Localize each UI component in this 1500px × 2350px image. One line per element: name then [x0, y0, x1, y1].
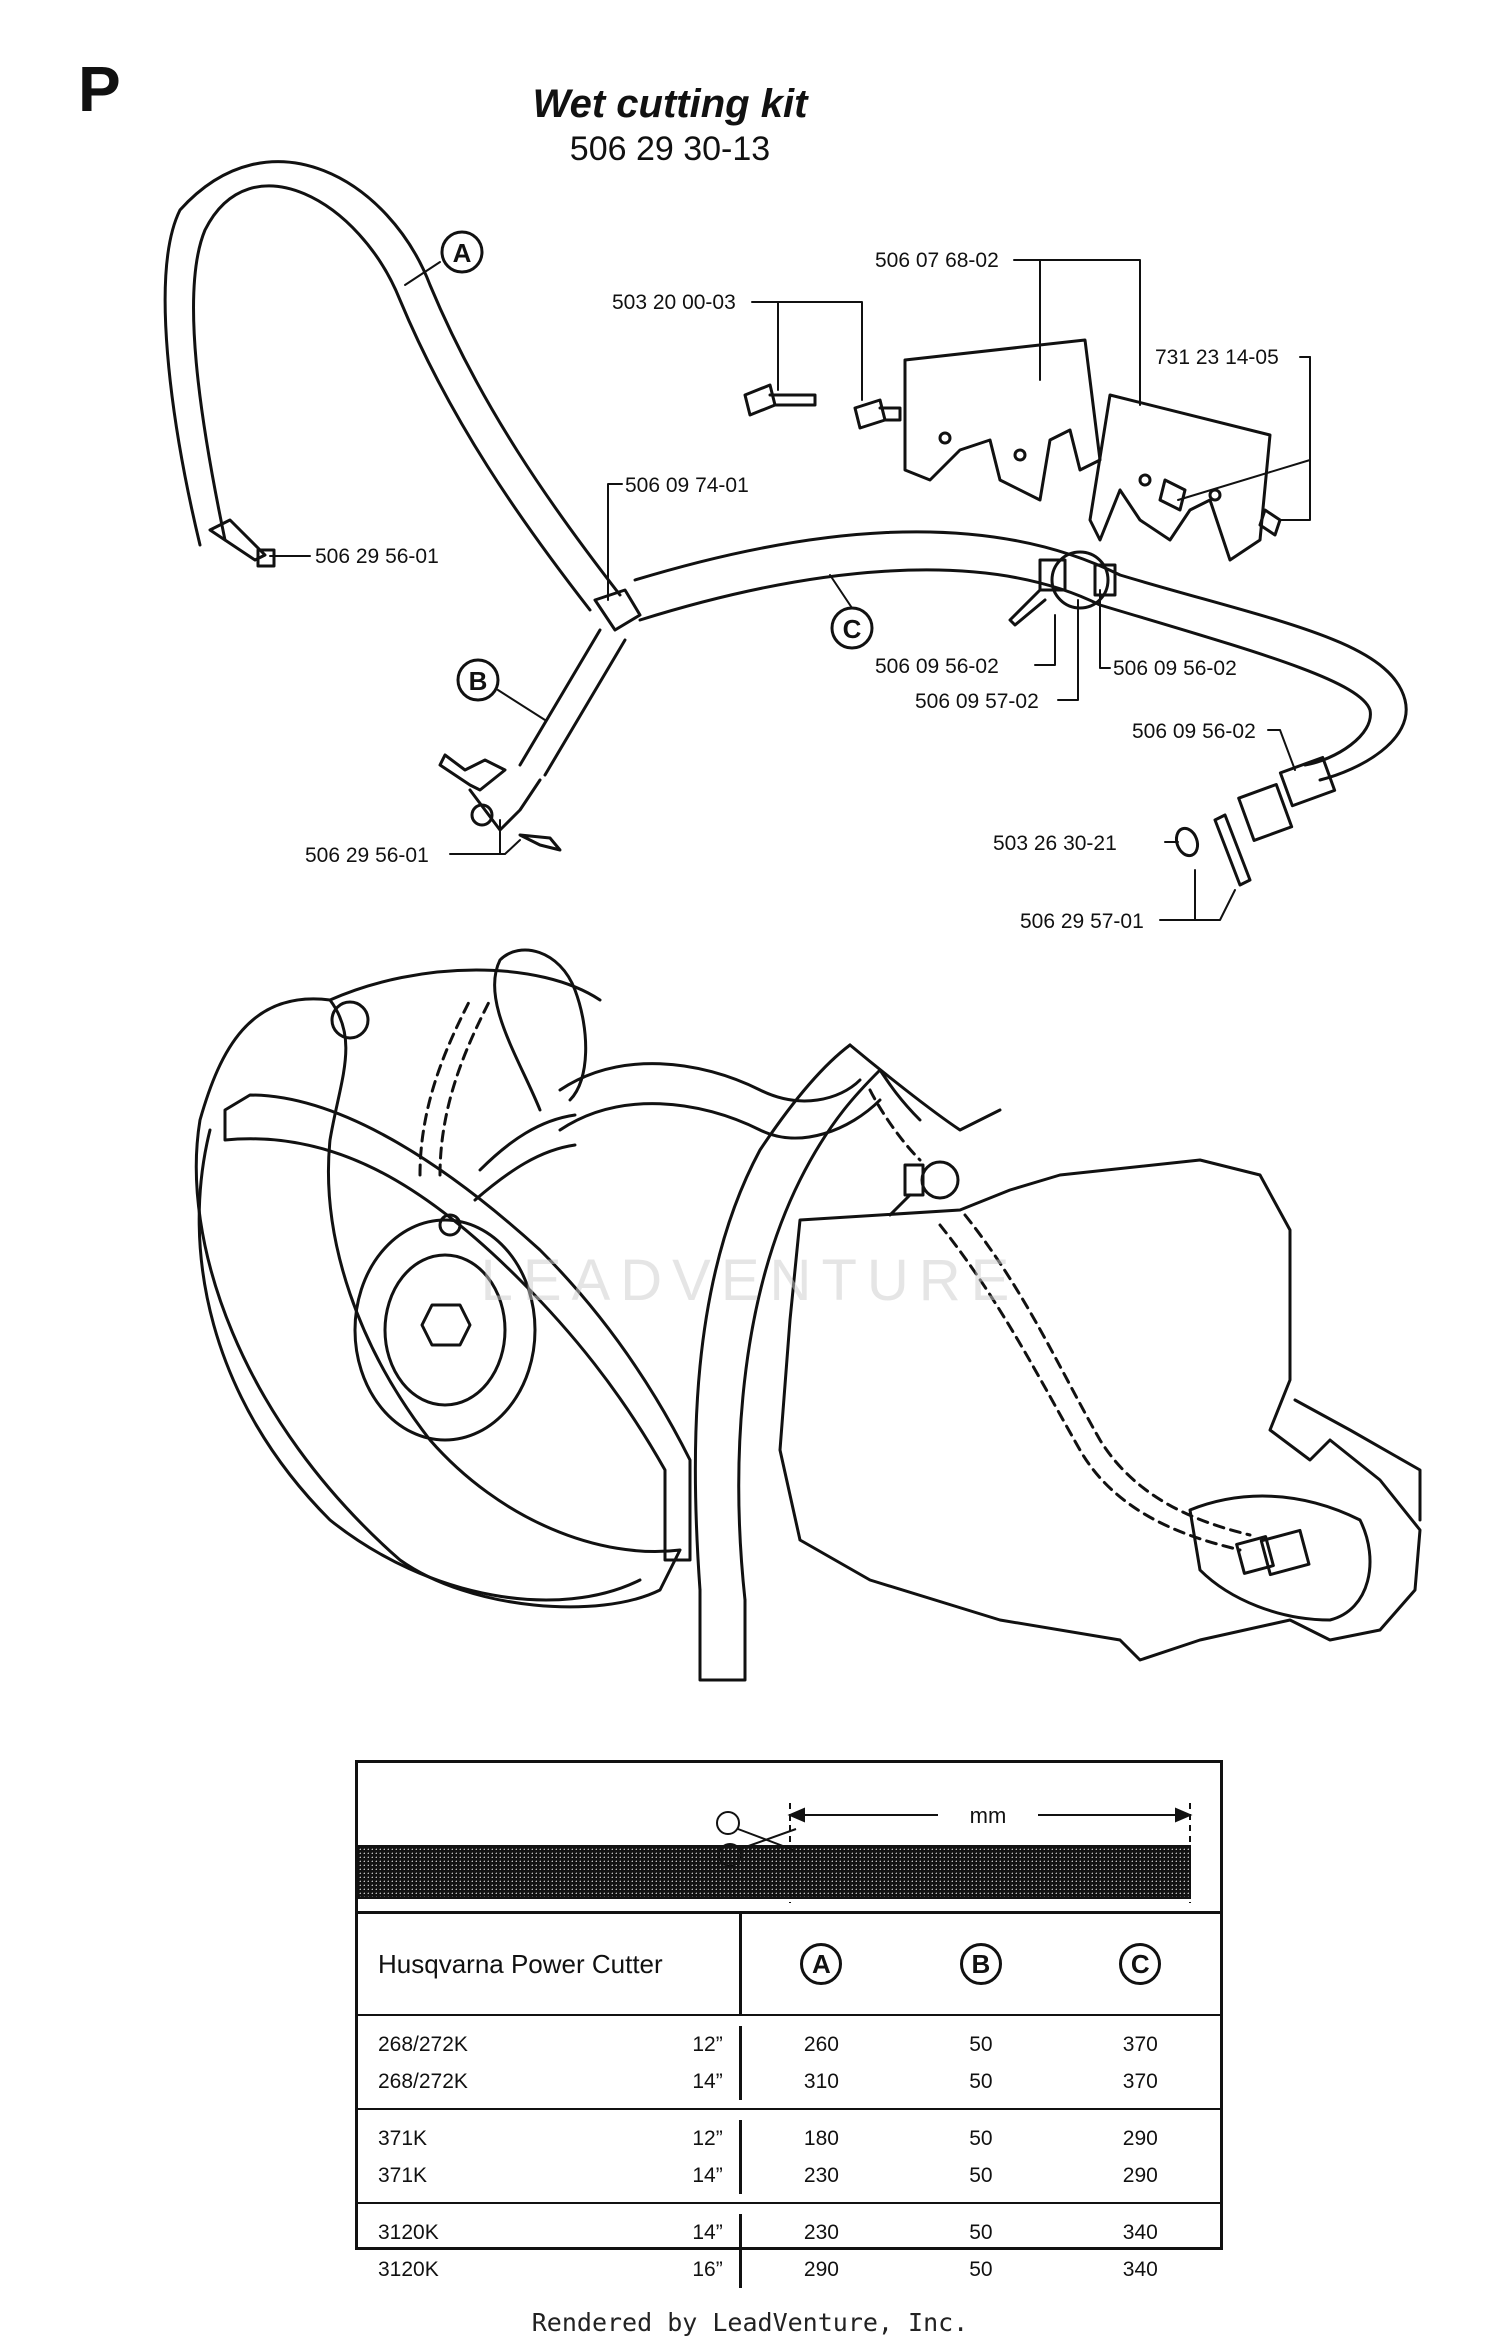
header-c: C [1119, 1943, 1162, 1985]
table-row: 268/272K 14” 310 50 370 [358, 2063, 1220, 2100]
part-label-p5: 731 23 14-05 [1155, 346, 1279, 369]
cell-size: 12” [647, 2026, 742, 2063]
valve [1008, 550, 1117, 627]
bracket [903, 338, 1282, 562]
cell-a: 290 [803, 2257, 839, 2281]
cut-length-illustration: mm [358, 1763, 1220, 1914]
parts-diagram: A B C [163, 160, 1422, 1682]
nipple [1174, 826, 1200, 858]
part-label-p10: 503 26 30-21 [993, 832, 1117, 855]
scissors-icon [716, 1811, 797, 1867]
part-label-p8: 506 09 56-02 [1113, 657, 1237, 680]
part-label-p2: 506 09 74-01 [625, 474, 749, 497]
cell-model: 371K [378, 2126, 428, 2150]
table-row: 3120K 16” 290 50 340 [358, 2251, 1220, 2288]
part-labels: 506 29 56-01 506 09 74-01 503 20 00-03 5… [305, 249, 1279, 933]
cell-b: 50 [969, 2220, 993, 2244]
cell-c: 340 [1122, 2220, 1158, 2244]
cell-size: 14” [647, 2063, 742, 2100]
cell-a: 180 [803, 2126, 839, 2150]
cell-model: 3120K [378, 2257, 439, 2281]
hose-a-callout: A [404, 230, 484, 286]
cell-b: 50 [969, 2163, 993, 2187]
cell-a: 310 [803, 2069, 839, 2093]
part-label-p3: 503 20 00-03 [612, 291, 736, 314]
hose-b-letter: B [469, 666, 488, 696]
power-cutter-illustration [194, 948, 1422, 1682]
kit-part-number: 506 29 30-13 [569, 130, 771, 168]
cell-size: 12” [647, 2120, 742, 2157]
table-body: Husqvarna Power Cutter A B C 268/272K 12… [358, 1914, 1220, 2296]
table-row: 268/272K 12” 260 50 370 [358, 2026, 1220, 2063]
cell-a: 260 [803, 2032, 839, 2056]
hose-b [438, 628, 627, 852]
cell-model: 268/272K [378, 2069, 468, 2093]
cell-a: 230 [803, 2163, 839, 2187]
table-row: 371K 12” 180 50 290 [358, 2120, 1220, 2157]
cell-c: 340 [1122, 2257, 1158, 2281]
table-group: 3120K 14” 230 50 340 3120K 16” 290 50 34… [358, 2204, 1220, 2296]
bolts [743, 383, 902, 430]
table-group: 371K 12” 180 50 290 371K 14” 230 50 290 [358, 2110, 1220, 2204]
leader-lines [269, 259, 1311, 921]
cell-c: 290 [1122, 2126, 1158, 2150]
hose-c-letter: C [843, 614, 862, 644]
unit-label: mm [970, 1803, 1007, 1828]
cell-model: 371K [378, 2163, 428, 2187]
part-label-p12: 506 29 56-01 [305, 844, 429, 867]
page-title: Wet cutting kit [532, 82, 808, 126]
footer-credit: Rendered by LeadVenture, Inc. [531, 2308, 969, 2337]
table-header-row: Husqvarna Power Cutter A B C [358, 1914, 1220, 2016]
cell-model: 3120K [378, 2220, 439, 2244]
cell-a: 230 [803, 2220, 839, 2244]
cell-size: 14” [647, 2157, 742, 2194]
hose-c-callout: C [829, 574, 874, 650]
cell-model: 268/272K [378, 2032, 468, 2056]
cell-b: 50 [969, 2257, 993, 2281]
header-model: Husqvarna Power Cutter [358, 1914, 742, 2014]
part-label-p7: 506 09 57-02 [915, 690, 1039, 713]
table-row: 371K 14” 230 50 290 [358, 2157, 1220, 2194]
cell-c: 290 [1122, 2163, 1158, 2187]
hose-c [633, 530, 1408, 887]
cell-b: 50 [969, 2126, 993, 2150]
hose-length-table: mm Husqvarna Power Cutter A B C 268/272K… [355, 1760, 1223, 2288]
part-label-p6: 506 09 56-02 [875, 655, 999, 678]
part-label-p1: 506 29 56-01 [315, 545, 439, 568]
cell-size: 14” [647, 2214, 742, 2251]
header-a: A [800, 1943, 843, 1985]
cell-size: 16” [647, 2251, 742, 2288]
cell-c: 370 [1122, 2032, 1158, 2056]
part-label-p9: 506 09 56-02 [1132, 720, 1256, 743]
watermark-text: LEADVENTURE [481, 1248, 1020, 1313]
y-connector [593, 588, 642, 632]
part-label-p4: 506 07 68-02 [875, 249, 999, 272]
hose-b-callout: B [456, 658, 546, 721]
table-row: 3120K 14” 230 50 340 [358, 2214, 1220, 2251]
section-letter: P [78, 53, 121, 125]
hose-a [163, 160, 622, 612]
table-group: 268/272K 12” 260 50 370 268/272K 14” 310… [358, 2016, 1220, 2110]
cell-b: 50 [969, 2032, 993, 2056]
part-label-p11: 506 29 57-01 [1020, 910, 1144, 933]
hose-a-letter: A [453, 238, 472, 268]
cell-c: 370 [1122, 2069, 1158, 2093]
cell-b: 50 [969, 2069, 993, 2093]
header-b: B [959, 1943, 1002, 1985]
